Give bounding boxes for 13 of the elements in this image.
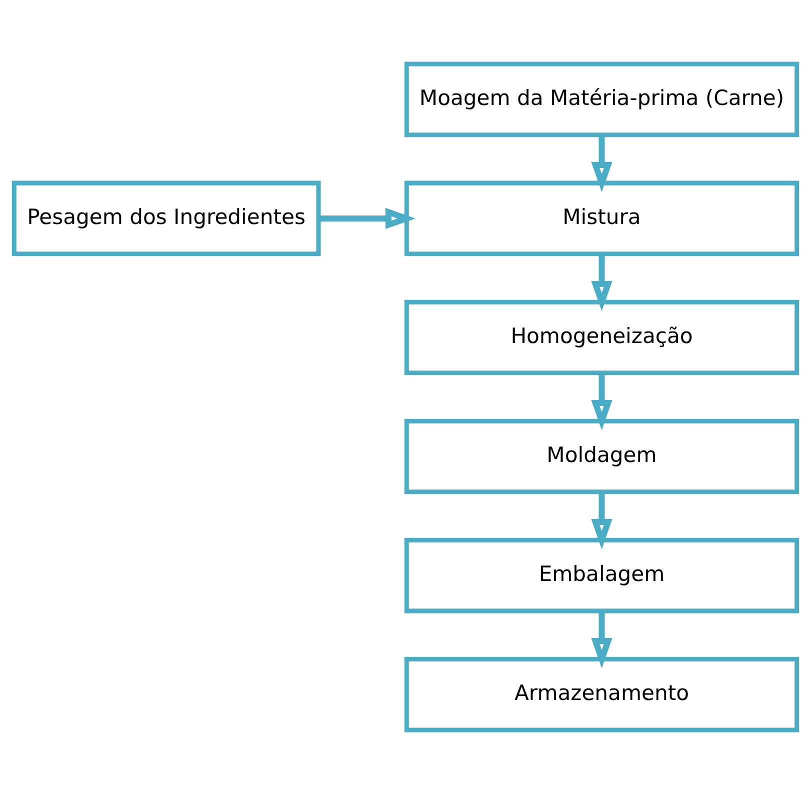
node-box: Armazenamento <box>404 656 800 732</box>
arrow <box>591 254 612 311</box>
node-box: Moagem da Matéria-prima (Carne) <box>404 61 800 137</box>
arrow <box>591 134 612 192</box>
node-box: Homogeneização <box>404 299 800 375</box>
node-box: Pesagem dos Ingredientes <box>12 180 321 256</box>
node-box: Moldagem <box>404 418 800 494</box>
arrow <box>591 492 612 549</box>
node-box: Embalagem <box>404 537 800 613</box>
node-box: Mistura <box>404 180 800 256</box>
arrow <box>591 372 612 430</box>
arrow <box>591 610 612 668</box>
arrow <box>318 207 416 229</box>
